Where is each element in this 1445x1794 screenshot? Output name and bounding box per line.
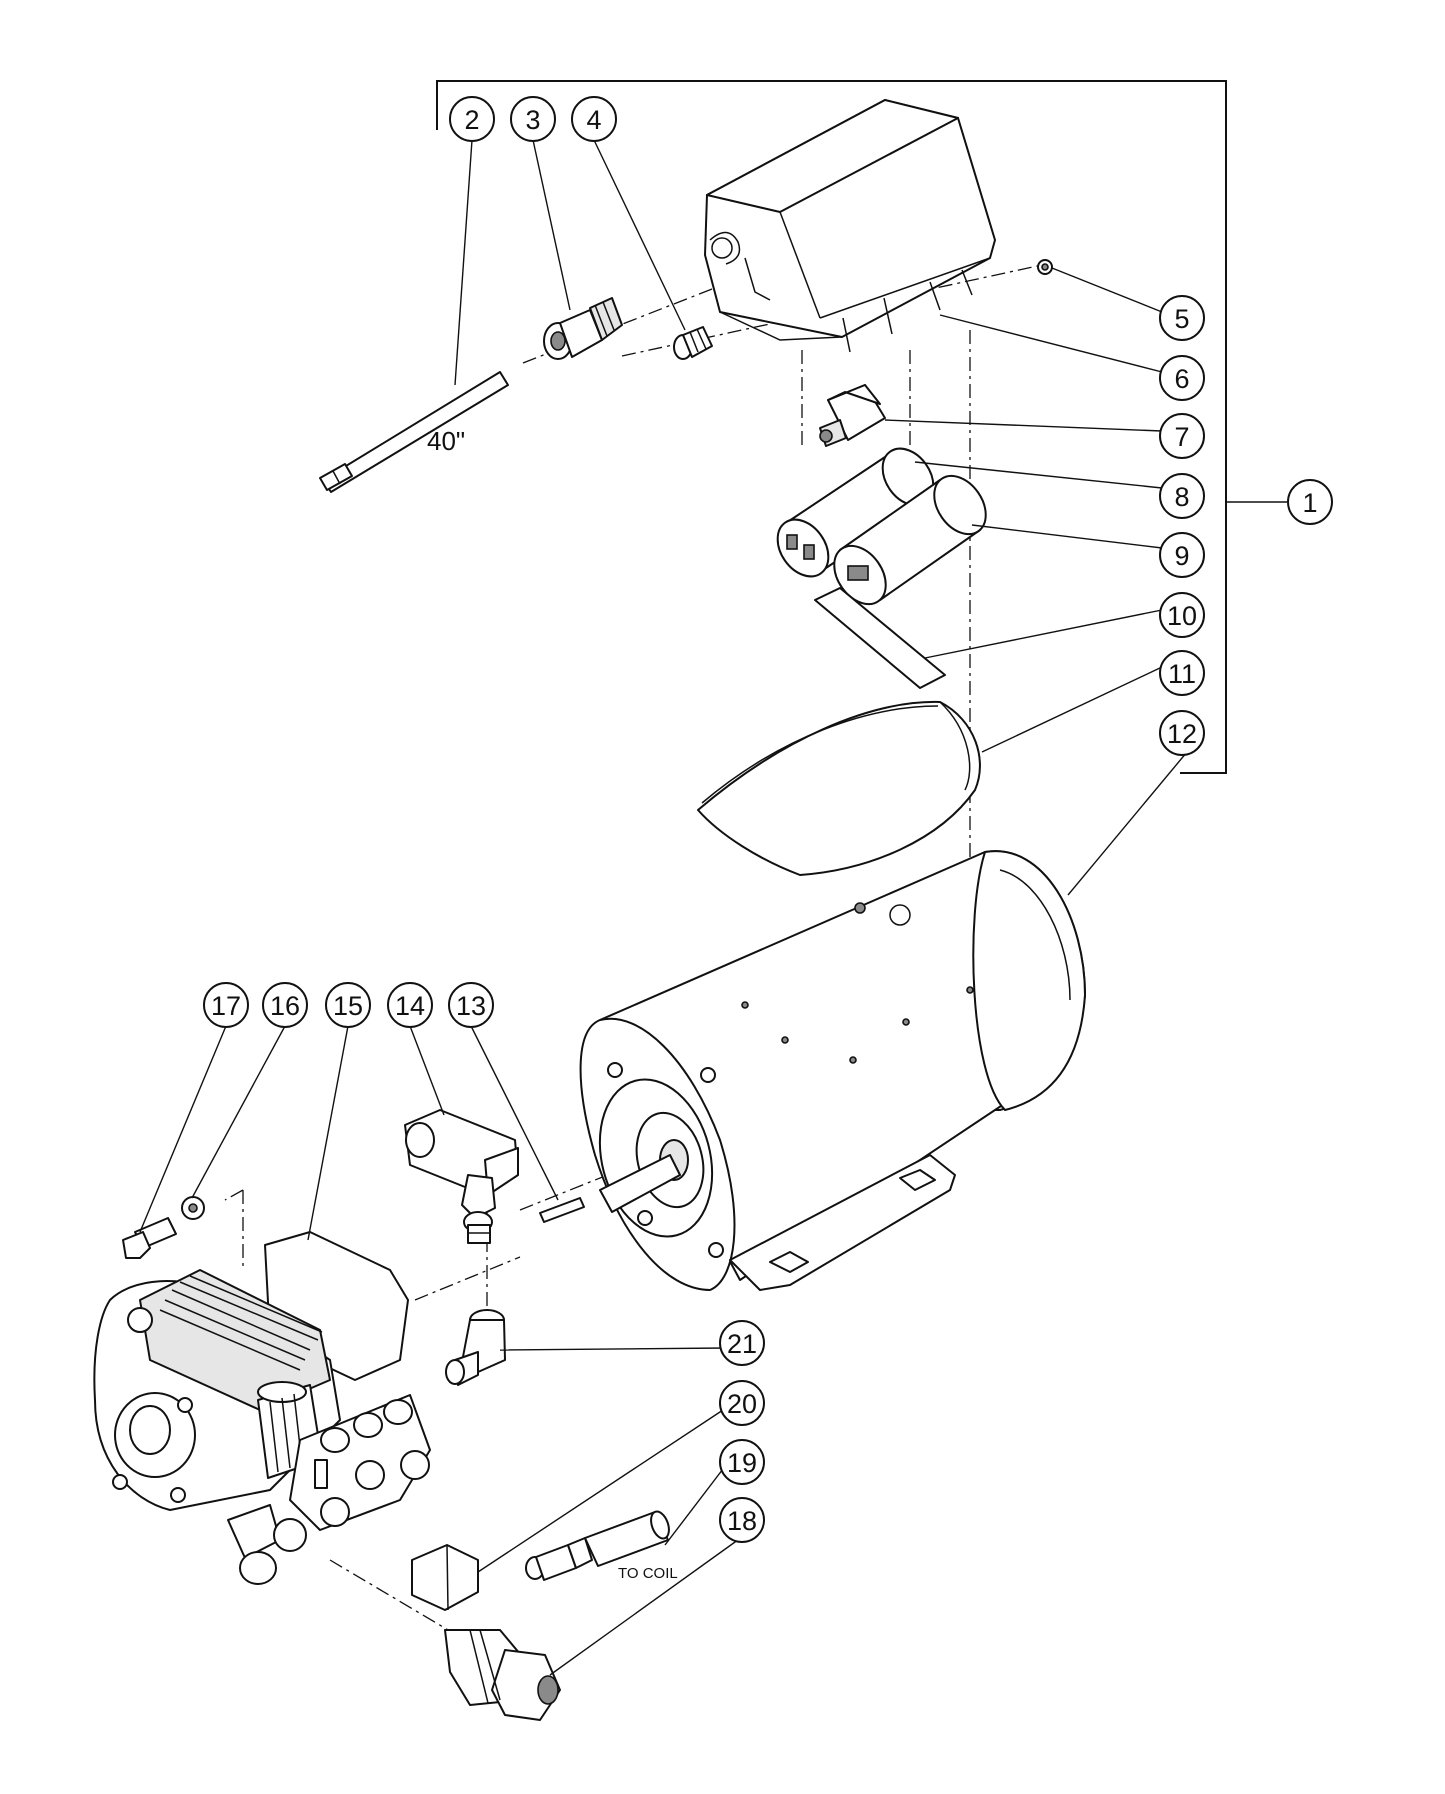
pressure-switch-part: [404, 1109, 519, 1244]
balloon-circle: [1159, 532, 1205, 578]
balloon-number: 1: [1302, 488, 1317, 518]
balloon-circle: [387, 982, 433, 1028]
callout-balloon: 8: [1159, 473, 1205, 519]
balloon-circle: [1159, 710, 1205, 756]
callout-balloon: 3: [510, 96, 556, 142]
to-coil-label: TO COIL: [618, 1565, 678, 1582]
balloon-number: 15: [333, 991, 363, 1021]
start-capacitor-part: [776, 447, 935, 578]
screw-part: [1037, 259, 1053, 275]
balloon-circle: [1287, 479, 1333, 525]
balloon-circle: [449, 96, 495, 142]
balloon-circle: [719, 1380, 765, 1426]
washer-bolt-part: [122, 1196, 205, 1259]
callout-balloon: 9: [1159, 532, 1205, 578]
outlet-elbow-part: [411, 1544, 479, 1611]
balloon-circle: [719, 1497, 765, 1543]
run-capacitor-part: [833, 474, 987, 606]
balloon-circle: [719, 1320, 765, 1366]
callout-balloon: 15: [325, 982, 371, 1028]
balloon-circle: [1159, 592, 1205, 638]
callout-balloon: 10: [1159, 592, 1205, 638]
plug-part: [673, 326, 713, 360]
balloon-number: 13: [456, 991, 486, 1021]
shaft-key-part: [539, 1197, 585, 1223]
balloon-number: 4: [586, 105, 601, 135]
cord-length-label: 40": [427, 426, 465, 456]
switch-part: [819, 384, 886, 447]
balloon-number: 2: [464, 105, 479, 135]
callout-balloon: 17: [203, 982, 249, 1028]
balloon-number: 9: [1174, 541, 1189, 571]
callout-balloon: 12: [1159, 710, 1205, 756]
balloon-number: 7: [1174, 422, 1189, 452]
capacitor-cover-part: [697, 700, 981, 876]
balloon-number: 6: [1174, 364, 1189, 394]
callout-balloon: 14: [387, 982, 433, 1028]
callout-balloon: 4: [571, 96, 617, 142]
power-cord-part: [319, 371, 509, 493]
callout-balloon: 7: [1159, 413, 1205, 459]
callout-balloon: 16: [262, 982, 308, 1028]
junction-box-cover-part: [704, 99, 996, 353]
balloon-circle: [1159, 295, 1205, 341]
balloon-number: 10: [1167, 601, 1197, 631]
balloon-number: 12: [1167, 719, 1197, 749]
balloon-circle: [448, 982, 494, 1028]
callout-balloon: 1: [1287, 479, 1333, 525]
balloon-number: 3: [525, 105, 540, 135]
callout-balloon: 20: [719, 1380, 765, 1426]
assembly-bracket: [436, 80, 1287, 774]
balloon-number: 11: [1168, 659, 1196, 689]
callout-balloon: 11: [1159, 650, 1205, 696]
callout-balloon: 21: [719, 1320, 765, 1366]
balloon-number: 19: [727, 1448, 757, 1478]
balloon-circle: [1159, 650, 1205, 696]
balloon-circle: [719, 1439, 765, 1485]
balloon-number: 8: [1174, 482, 1189, 512]
motor-part: [579, 850, 1086, 1291]
fitting-part: [444, 1629, 561, 1721]
callout-balloon: 13: [448, 982, 494, 1028]
balloon-circle: [1159, 473, 1205, 519]
balloon-number: 17: [211, 991, 241, 1021]
elbow-part: [445, 1309, 506, 1386]
balloon-number: 20: [727, 1389, 757, 1419]
callout-balloon: 6: [1159, 355, 1205, 401]
balloon-circle: [325, 982, 371, 1028]
balloon-number: 16: [270, 991, 300, 1021]
callout-balloon: 2: [449, 96, 495, 142]
balloon-circle: [510, 96, 556, 142]
balloon-number: 14: [395, 991, 425, 1021]
balloon-number: 21: [727, 1329, 757, 1359]
strain-relief-part: [543, 297, 623, 360]
balloon-circle: [571, 96, 617, 142]
nipple-hose-part: [525, 1510, 670, 1581]
pump-part: [93, 1231, 431, 1585]
callout-balloon: 5: [1159, 295, 1205, 341]
callout-balloon: 19: [719, 1439, 765, 1485]
leader-lines: [139, 139, 1188, 1676]
balloon-circle: [1159, 413, 1205, 459]
balloon-circle: [1159, 355, 1205, 401]
balloon-number: 5: [1174, 304, 1189, 334]
balloon-circle: [203, 982, 249, 1028]
callout-balloon: 18: [719, 1497, 765, 1543]
balloon-number: 18: [727, 1506, 757, 1536]
insulator-strip-part: [814, 587, 946, 689]
balloon-circle: [262, 982, 308, 1028]
